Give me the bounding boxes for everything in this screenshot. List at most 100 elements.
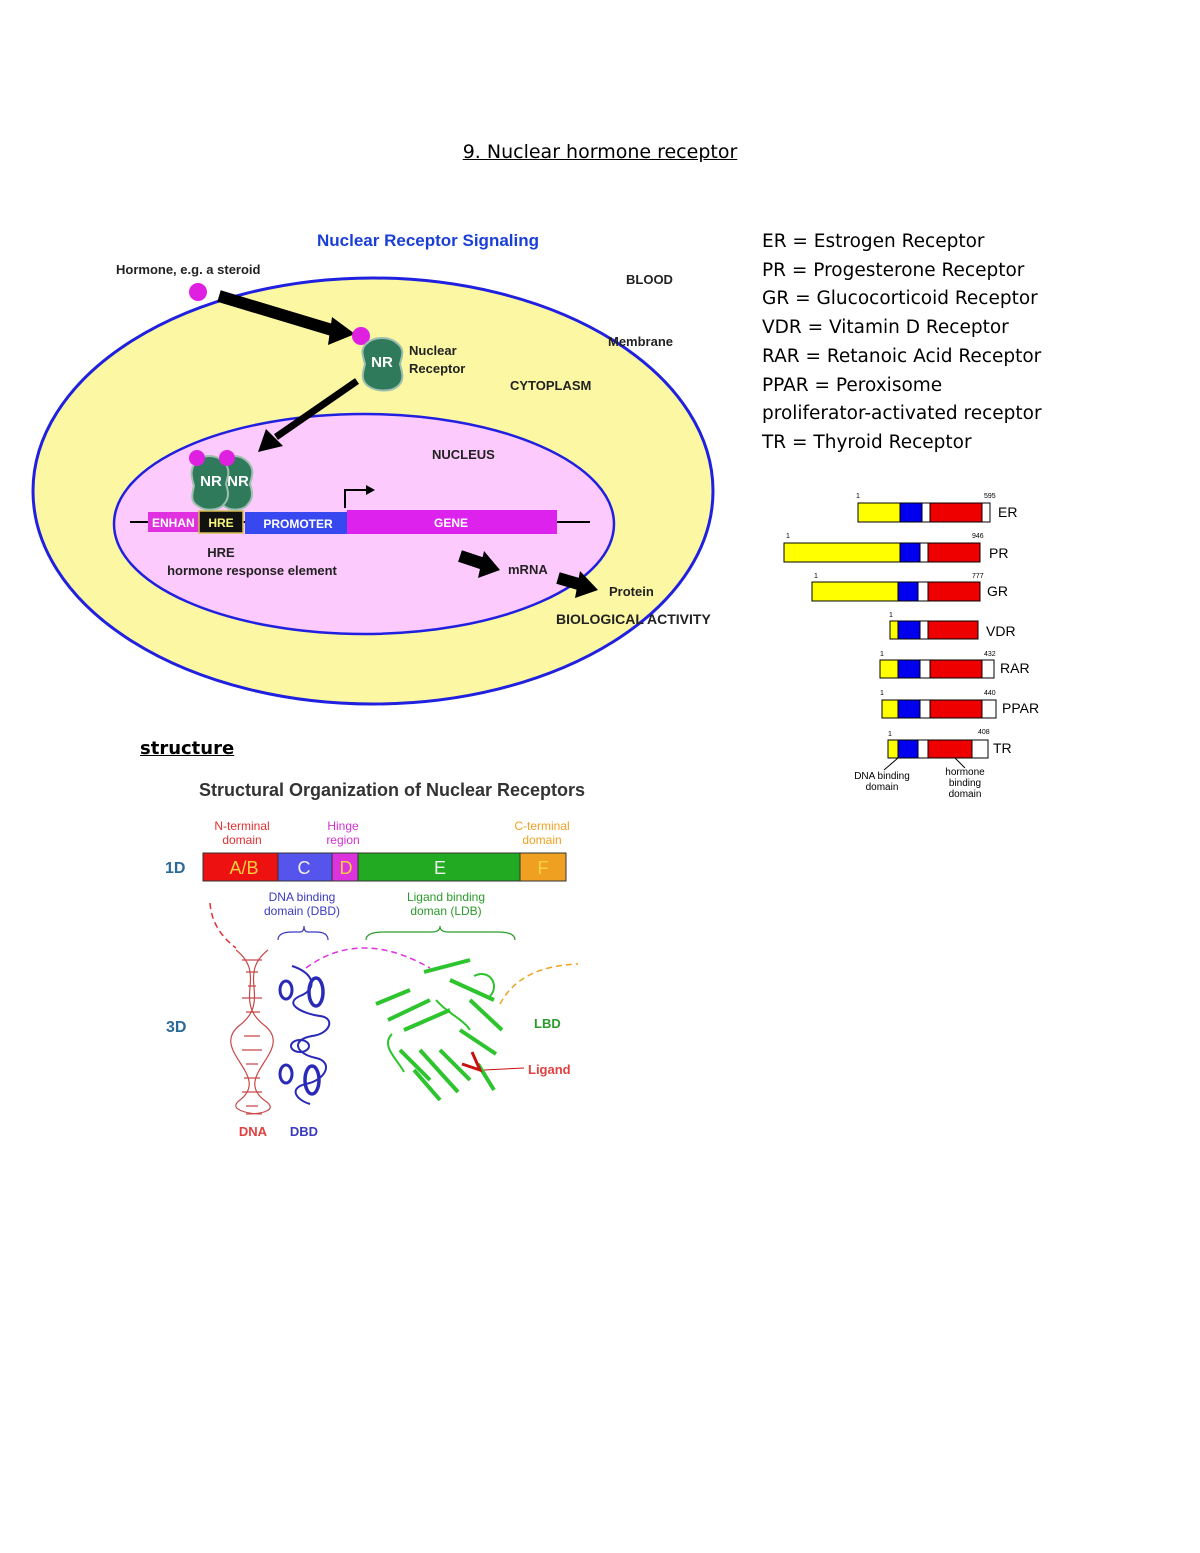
arrow-head <box>366 485 375 495</box>
arrow-head <box>258 429 283 452</box>
signaling-title: Nuclear Receptor Signaling <box>317 231 539 250</box>
abbr-er: ER = Estrogen Receptor <box>762 231 985 252</box>
promoter-label: PROMOTER <box>263 517 333 531</box>
tr-label: TR <box>993 740 1012 756</box>
cytoplasm-label: CYTOPLASM <box>510 378 591 393</box>
protein-label: Protein <box>609 584 654 599</box>
abbr-ppar-cont: proliferator-activated receptor <box>762 403 1042 425</box>
rar-label: RAR <box>1000 660 1030 676</box>
gene-box <box>347 510 557 534</box>
nr-label: NR <box>371 354 393 371</box>
nucleus-label: NUCLEUS <box>432 447 495 462</box>
dbd-brace <box>277 925 329 941</box>
abbreviation-list: ER = Estrogen Receptor PR = Progesterone… <box>762 228 1182 458</box>
pr-end: 946 <box>972 533 984 540</box>
page-title: 9. Nuclear hormone receptor <box>462 141 738 163</box>
ppar-start: 1 <box>880 690 884 697</box>
ppar-end: 440 <box>984 690 996 697</box>
lbd-protein <box>375 958 504 1102</box>
row-pr: 1 946 PR <box>783 533 1008 563</box>
blood-label: BLOOD <box>626 272 673 287</box>
ppar-label: PPAR <box>1002 700 1039 716</box>
dimer-hormone-left <box>189 450 205 466</box>
nr-dimer-left-label: NR <box>200 473 222 490</box>
pr-start: 1 <box>786 533 790 540</box>
ligand-label: Ligand <box>528 1062 571 1077</box>
arrow-head <box>575 571 598 598</box>
ligand-pointer <box>483 1067 525 1071</box>
segment-f-label: F <box>538 858 549 878</box>
hre-box <box>198 510 244 534</box>
gene-label: GENE <box>434 516 468 530</box>
gr-end: 777 <box>972 573 984 580</box>
row-ppar: 1 440 PPAR <box>880 690 1039 719</box>
pr-label: PR <box>989 545 1008 561</box>
segment-d-label: D <box>340 858 353 878</box>
gr-label: GR <box>987 583 1008 599</box>
row-3d-label: 3D <box>166 1019 186 1036</box>
abbr-pr: PR = Progesterone Receptor <box>762 259 1025 281</box>
dna-3d-label: DNA <box>239 1124 268 1139</box>
vdr-label: VDR <box>986 623 1016 639</box>
tr-end: 408 <box>978 729 990 736</box>
dna-helix <box>230 949 274 1115</box>
row-er: 1 595 ER <box>856 493 1017 523</box>
nuclear-receptor-text-2: Receptor <box>409 361 465 376</box>
row-rar: 1 432 RAR <box>879 651 1030 679</box>
hormone-molecule <box>189 283 207 301</box>
row-gr: 1 777 GR <box>811 573 1008 602</box>
hormone-binding-pointer <box>954 757 966 769</box>
er-end: 595 <box>984 493 996 500</box>
enhancer-label: ENHAN <box>152 516 195 530</box>
membrane-label: Membrane <box>608 334 673 349</box>
segment-c-label: C <box>298 858 311 878</box>
hormone-label: Hormone, e.g. a steroid <box>116 262 261 277</box>
nr-dimer-right-label: NR <box>227 473 249 490</box>
rar-start: 1 <box>880 651 884 658</box>
segment-ab-label: A/B <box>229 858 258 878</box>
tr-start: 1 <box>888 731 892 738</box>
dimer-hormone-right <box>219 450 235 466</box>
mrna-label: mRNA <box>508 562 548 577</box>
abbr-vdr: VDR = Vitamin D Receptor <box>762 317 1009 339</box>
segment-e <box>357 852 521 882</box>
transcription-start-arrow <box>344 489 368 508</box>
arrow-hormone-to-nr <box>217 290 334 336</box>
abbr-rar: RAR = Retanoic Acid Receptor <box>762 345 1042 367</box>
arrow-head <box>328 317 355 345</box>
arrow-gene-to-mrna <box>458 550 486 570</box>
nuclear-receptor-text-1: Nuclear <box>409 343 457 358</box>
vdr-start: 1 <box>889 612 893 619</box>
biological-activity-label: BIOLOGICAL ACTIVITY <box>556 611 711 627</box>
ligand-molecule <box>461 1051 483 1073</box>
dbd-3d-label: DBD <box>290 1124 318 1139</box>
arrow-nr-to-nucleus <box>274 378 359 440</box>
lbd-3d-label: LBD <box>534 1016 561 1031</box>
arrow-head <box>478 551 500 578</box>
segment-f <box>519 852 567 882</box>
hre-box-label: HRE <box>208 516 233 530</box>
n-terminal-tail <box>209 902 237 949</box>
segment-e-label: E <box>434 858 446 878</box>
abbr-tr: TR = Thyroid Receptor <box>762 431 972 453</box>
segment-ab <box>202 852 279 882</box>
lbd-brace <box>365 925 516 941</box>
promoter-box <box>245 512 347 534</box>
row-1d-label: 1D <box>165 860 185 877</box>
abbr-ppar: PPAR = Peroxisome <box>762 374 943 396</box>
dna-binding-pointer <box>883 757 899 771</box>
nuclear-receptor-shape <box>361 337 404 392</box>
c-terminal-tail <box>499 963 579 1005</box>
dbd-protein <box>278 965 331 1105</box>
rar-end: 432 <box>984 651 996 658</box>
